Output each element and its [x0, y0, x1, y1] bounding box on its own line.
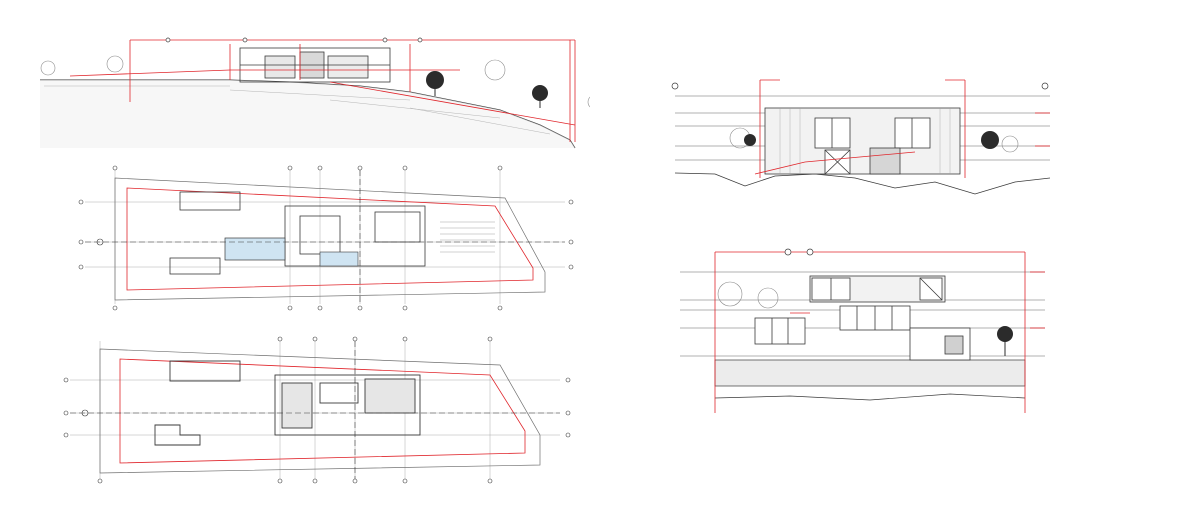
facade-cladding — [779, 108, 951, 174]
retaining-wall — [714, 359, 1026, 387]
site-boundary — [99, 348, 541, 474]
site-section-drawing — [40, 37, 590, 149]
setback-redline — [126, 187, 534, 291]
plan-grid-lines — [85, 170, 565, 304]
pool — [224, 237, 286, 261]
facade — [764, 107, 961, 175]
building-section — [239, 47, 391, 83]
site-plan-lower-drawing — [63, 336, 571, 484]
section-markers — [165, 37, 423, 43]
tree-icon — [729, 127, 1019, 153]
site-plan-upper-drawing — [78, 165, 574, 311]
tree-icon — [717, 281, 1013, 356]
terrain-profile — [714, 393, 1026, 401]
side-elevation-drawing — [680, 248, 1045, 413]
elevation-redlines — [754, 79, 1050, 178]
north-arrow-icon — [81, 409, 89, 417]
site-boundary — [114, 177, 546, 301]
grid-bubbles — [671, 82, 1049, 90]
building-footprint — [154, 360, 421, 446]
building-footprint — [169, 191, 426, 275]
setback-redline — [119, 358, 526, 464]
elevation-redlines — [714, 251, 1045, 413]
section-redlines — [69, 39, 576, 142]
tree-icon — [40, 55, 590, 108]
grid-bubbles — [78, 165, 574, 311]
front-elevation-drawing — [671, 79, 1051, 195]
stair-hatch — [440, 221, 495, 253]
grid-bubbles — [784, 248, 814, 256]
ground-hatch — [44, 85, 551, 135]
north-arrow-icon — [96, 238, 104, 246]
terrain-profile — [674, 172, 1051, 195]
grid-bubbles — [63, 336, 571, 484]
pool-secondary — [319, 251, 359, 267]
facade — [754, 275, 971, 361]
terrain-fill — [40, 80, 575, 148]
